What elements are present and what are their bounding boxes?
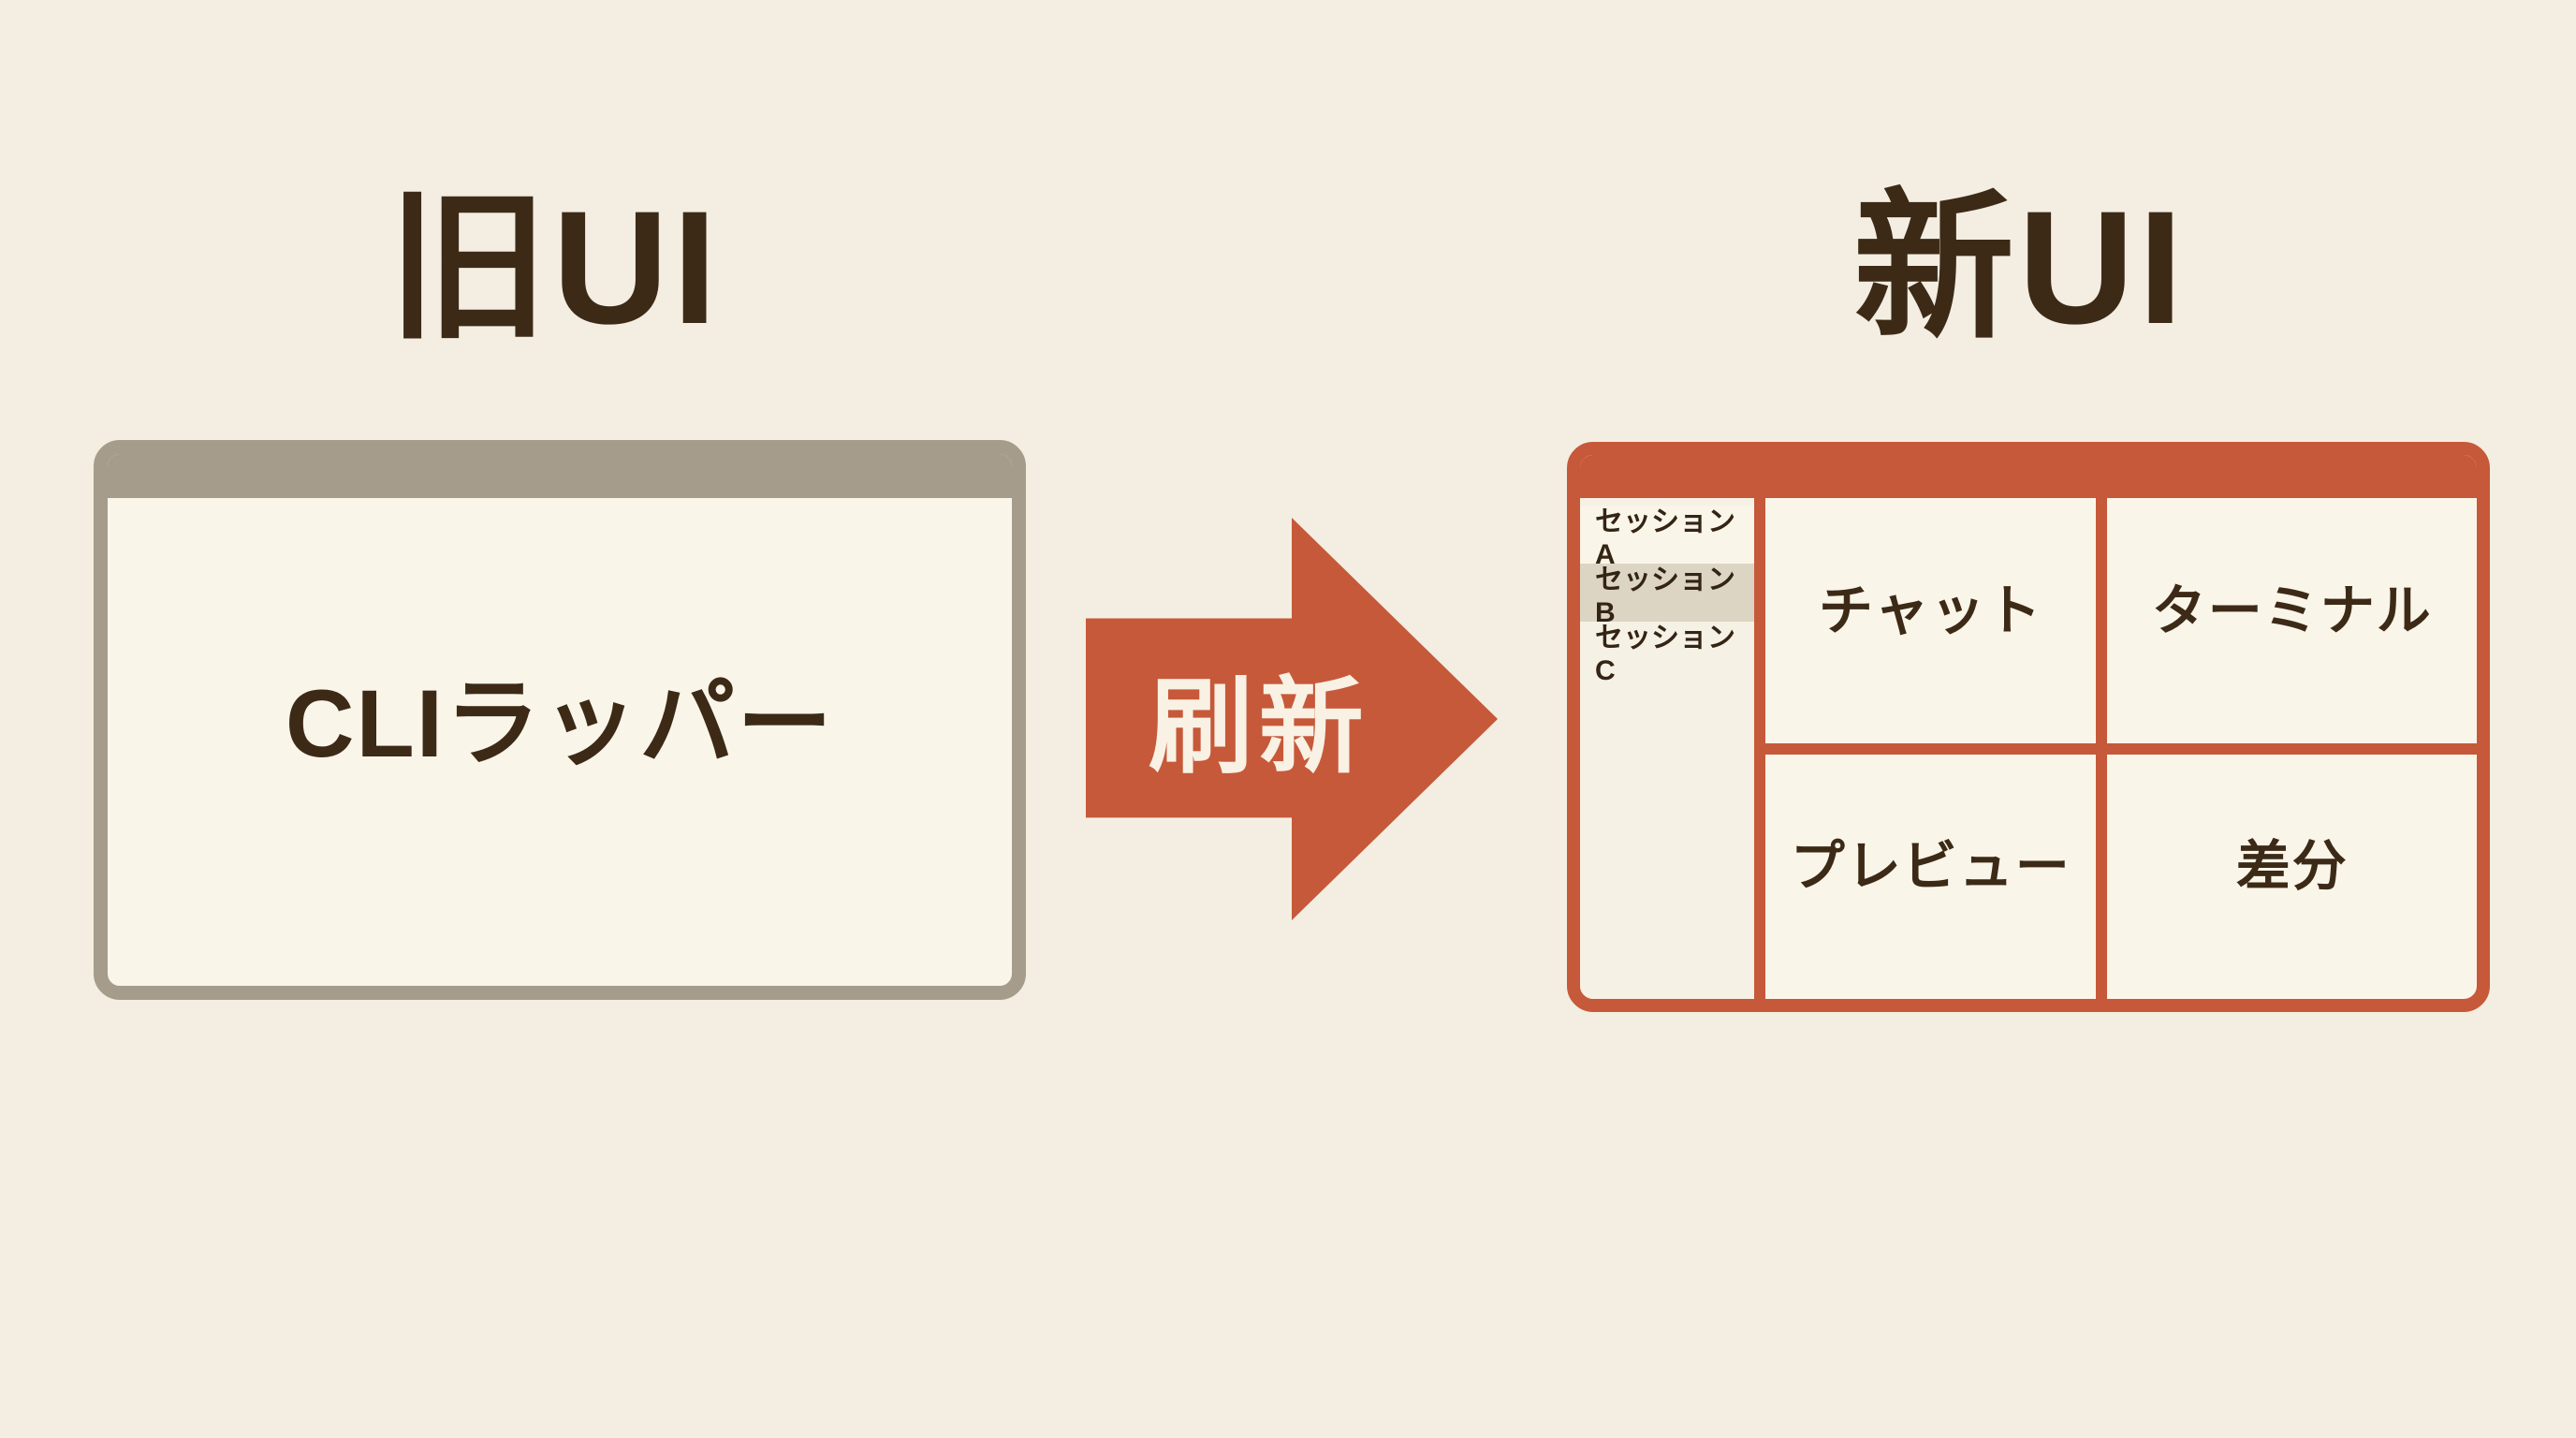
pane-preview: プレビュー: [1765, 754, 2097, 999]
new-ui-window: セッションA セッションB セッションC チャット ターミナル プレビュー 差分: [1567, 442, 2490, 1012]
old-window-label: CLIラッパー: [285, 670, 835, 777]
pane-diff-label: 差分: [2235, 836, 2349, 898]
new-window-body: セッションA セッションB セッションC チャット ターミナル プレビュー 差分: [1580, 498, 2477, 999]
sidebar-divider: [1754, 498, 1765, 999]
session-item-b: セッションB: [1580, 564, 1754, 628]
new-window-titlebar: [1580, 455, 2477, 498]
pane-chat: チャット: [1765, 498, 2097, 743]
session-item-c: セッションC: [1595, 623, 1735, 686]
new-ui-title: 新UI: [1853, 178, 2187, 358]
pane-preview-label: プレビュー: [1790, 836, 2071, 898]
pane-terminal: ターミナル: [2107, 498, 2477, 743]
old-ui-window: CLIラッパー: [94, 440, 1026, 1000]
pane-diff: 差分: [2107, 754, 2477, 999]
renewal-arrow: 刷新: [1086, 518, 1498, 920]
session-sidebar: セッションA セッションB セッションC: [1580, 498, 1754, 999]
old-window-titlebar: [108, 454, 1012, 498]
old-ui-title: 旧UI: [388, 178, 721, 358]
old-window-body: CLIラッパー: [108, 498, 1012, 986]
pane-chat-label: チャット: [1818, 580, 2043, 641]
pane-grid: チャット ターミナル プレビュー 差分: [1765, 498, 2477, 999]
pane-terminal-label: ターミナル: [2151, 580, 2433, 641]
session-item-a: セッションA: [1580, 506, 1754, 570]
arrow-label: 刷新: [1148, 668, 1369, 785]
